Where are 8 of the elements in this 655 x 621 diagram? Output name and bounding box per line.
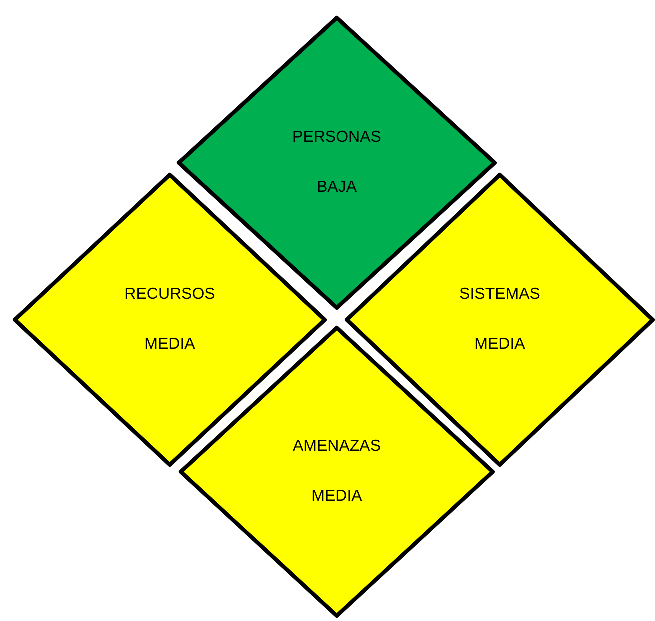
category-label: SISTEMAS xyxy=(460,285,540,305)
category-label: RECURSOS xyxy=(124,285,216,305)
level-label: MEDIA xyxy=(144,335,196,355)
category-label: PERSONAS xyxy=(292,128,382,148)
category-label: AMENAZAS xyxy=(292,437,381,457)
level-label: BAJA xyxy=(316,178,357,198)
level-label: MEDIA xyxy=(312,487,362,507)
level-label: MEDIA xyxy=(474,335,526,355)
